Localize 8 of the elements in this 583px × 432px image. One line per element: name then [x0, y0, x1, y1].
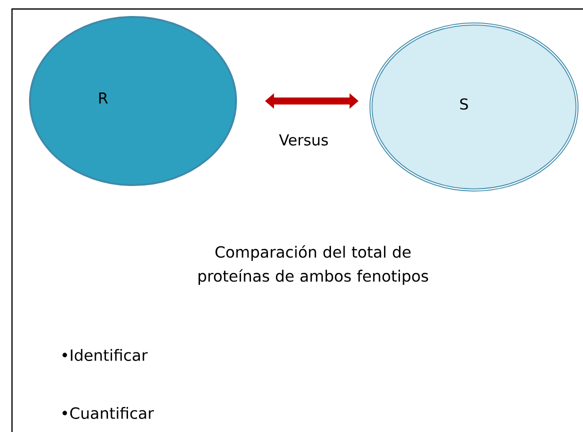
ellipse	[370, 22, 578, 192]
ellipse	[29, 16, 237, 186]
text: •Identificar	[62, 349, 148, 361]
text: •Cuantificar	[62, 407, 154, 419]
text: Comparación del total de proteínas de ambos fenotipos	[198, 245, 428, 285]
ellipse-label: R	[99, 92, 108, 104]
ellipse-label: S	[460, 98, 468, 110]
edge-label: Versus	[278, 133, 330, 147]
